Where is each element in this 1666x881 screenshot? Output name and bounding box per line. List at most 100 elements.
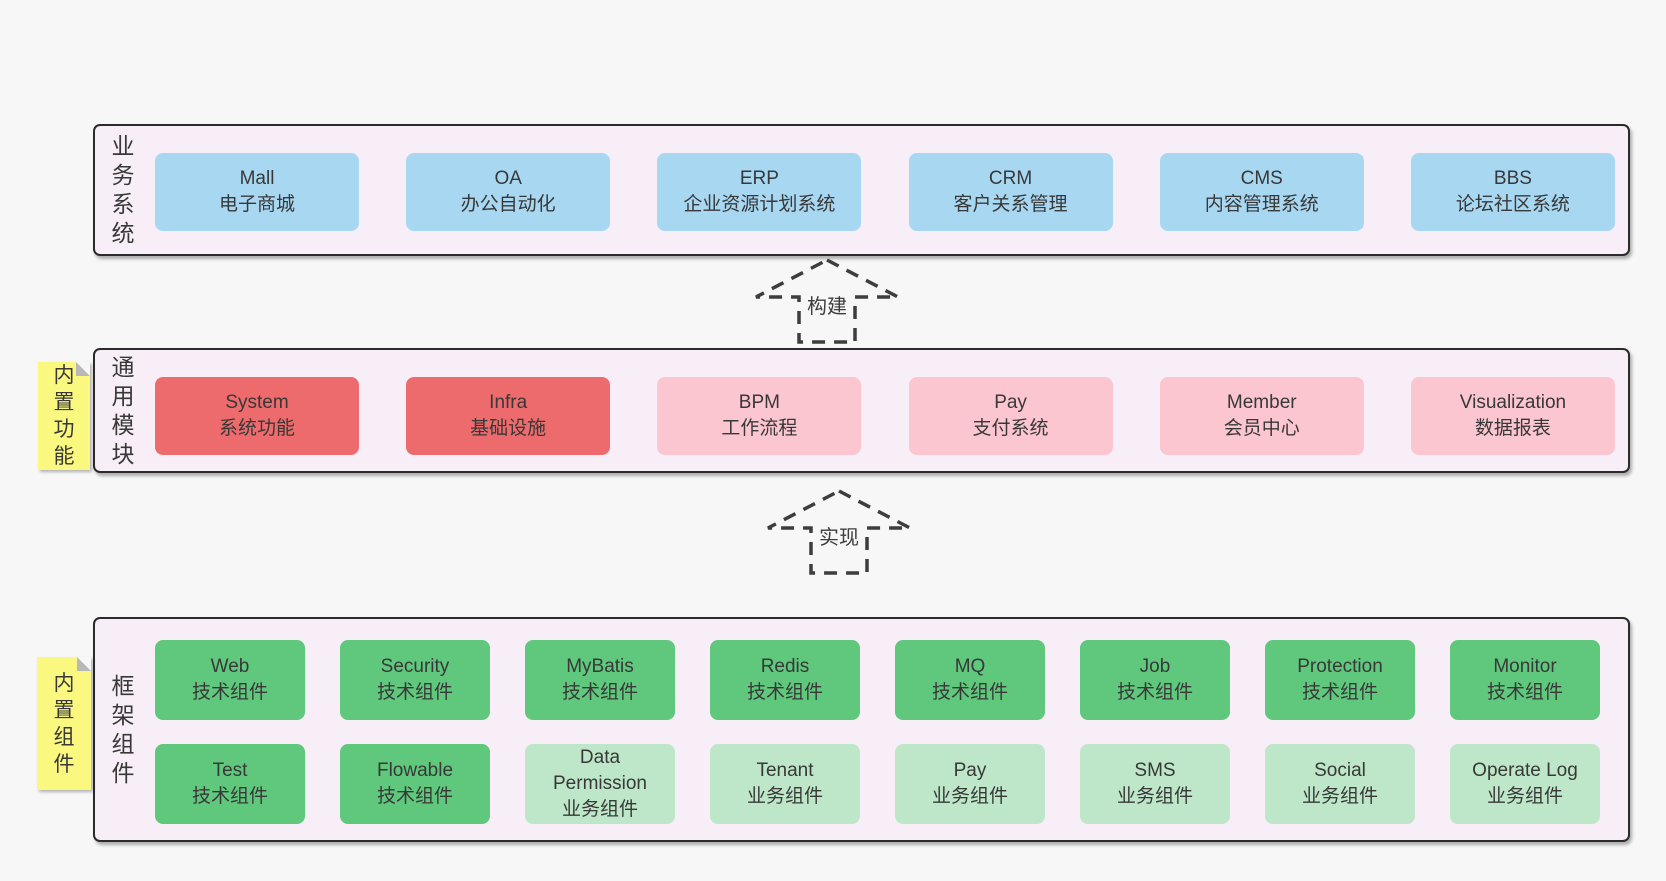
box-monitor: Monitor 技术组件: [1450, 640, 1600, 720]
box-title: Redis: [760, 656, 810, 677]
layer-label-common-modules: 通用模块: [108, 350, 138, 471]
vertical-label-char: 通: [111, 353, 135, 380]
vertical-label-char: 业: [111, 133, 135, 159]
box-title: Infra: [489, 392, 528, 413]
box-subtitle: 技术组件: [191, 786, 268, 807]
box-subtitle: 内容管理系统: [1204, 194, 1319, 215]
box-title: Data Permission: [553, 747, 647, 794]
sticky-note-text: 内置功能: [54, 362, 75, 470]
box-subtitle: 技术组件: [1486, 682, 1563, 703]
box-subtitle: 企业资源计划系统: [683, 194, 836, 215]
box-title: ERP: [739, 168, 779, 189]
vertical-label-char: 块: [111, 440, 135, 467]
box-title: Monitor: [1493, 656, 1557, 677]
box-job: Job 技术组件: [1080, 640, 1230, 720]
box-test: Test 技术组件: [155, 744, 305, 824]
implement-arrow: 实现: [767, 489, 911, 575]
box-subtitle: 技术组件: [1301, 682, 1378, 703]
box-subtitle: 技术组件: [931, 682, 1008, 703]
box-subtitle: 技术组件: [561, 682, 638, 703]
box-subtitle: 技术组件: [1116, 682, 1193, 703]
box-subtitle: 业务组件: [1116, 786, 1193, 807]
box-title: Tenant: [756, 760, 814, 781]
vertical-label-char: 内: [53, 364, 75, 387]
sticky-note-text: 内置组件: [54, 670, 75, 778]
box-title: Visualization: [1459, 392, 1567, 413]
folded-corner-icon: [77, 657, 91, 671]
box-title: Member: [1226, 392, 1297, 413]
box-subtitle: 技术组件: [376, 682, 453, 703]
box-sms: SMS 业务组件: [1080, 744, 1230, 824]
box-title: CMS: [1240, 168, 1283, 189]
box-title: Security: [380, 656, 450, 677]
box-title: Pay: [994, 392, 1027, 413]
box-subtitle: 业务组件: [1486, 786, 1563, 807]
vertical-label-char: 框: [111, 672, 135, 699]
vertical-label-char: 置: [53, 391, 75, 414]
box-mybatis: MyBatis 技术组件: [525, 640, 675, 720]
sticky-note-built-in-components: 内置组件: [37, 657, 91, 790]
box-subtitle: 客户关系管理: [953, 194, 1068, 215]
box-erp: ERP 企业资源计划系统: [657, 153, 862, 231]
box-subtitle: 基础设施: [470, 418, 547, 439]
box-subtitle: 办公自动化: [460, 194, 556, 215]
vertical-label-char: 系: [111, 191, 135, 217]
layer-label-business-systems: 业务系统: [108, 126, 138, 254]
box-title: Web: [210, 656, 250, 677]
vertical-label-char: 件: [53, 752, 75, 776]
box-title: SMS: [1134, 760, 1176, 781]
box-title: MQ: [954, 656, 986, 677]
box-title: Flowable: [376, 760, 454, 781]
vertical-label-char: 统: [111, 220, 135, 246]
build-arrow: 构建: [755, 258, 899, 344]
arrow-label: 实现: [819, 526, 859, 549]
box-title: Pay: [953, 760, 987, 781]
box-title: Job: [1139, 656, 1171, 677]
box-pay: Pay 支付系统: [908, 377, 1113, 455]
box-subtitle: 论坛社区系统: [1455, 194, 1570, 215]
box-flowable: Flowable 技术组件: [340, 744, 490, 824]
box-operate-log: Operate Log 业务组件: [1450, 744, 1600, 824]
box-title: MyBatis: [566, 656, 634, 677]
vertical-label-char: 件: [111, 759, 135, 786]
box-subtitle: 支付系统: [972, 418, 1049, 439]
box-subtitle: 业务组件: [746, 786, 823, 807]
box-subtitle: 业务组件: [1301, 786, 1378, 807]
box-pay: Pay 业务组件: [895, 744, 1045, 824]
box-title: Mall: [239, 168, 275, 189]
vertical-label-char: 用: [111, 382, 135, 409]
box-member: Member 会员中心: [1159, 377, 1364, 455]
vertical-label-char: 务: [111, 162, 135, 188]
box-subtitle: 工作流程: [721, 418, 798, 439]
box-title: Test: [212, 760, 248, 781]
vertical-label-char: 架: [111, 701, 135, 728]
box-security: Security 技术组件: [340, 640, 490, 720]
box-title: Operate Log: [1472, 760, 1578, 781]
box-subtitle: 数据报表: [1474, 418, 1551, 439]
box-subtitle: 业务组件: [931, 786, 1008, 807]
box-mq: MQ 技术组件: [895, 640, 1045, 720]
box-tenant: Tenant 业务组件: [710, 744, 860, 824]
vertical-label-char: 组: [111, 730, 135, 757]
arrow-label: 构建: [807, 295, 847, 318]
box-subtitle: 技术组件: [376, 786, 453, 807]
box-subtitle: 会员中心: [1223, 418, 1300, 439]
box-title: BPM: [738, 392, 780, 413]
box-subtitle: 技术组件: [746, 682, 823, 703]
box-infra: Infra 基础设施: [406, 377, 611, 455]
box-visualization: Visualization 数据报表: [1410, 377, 1615, 455]
box-subtitle: 系统功能: [218, 418, 295, 439]
folded-corner-icon: [76, 362, 90, 376]
vertical-label-char: 模: [111, 411, 135, 438]
